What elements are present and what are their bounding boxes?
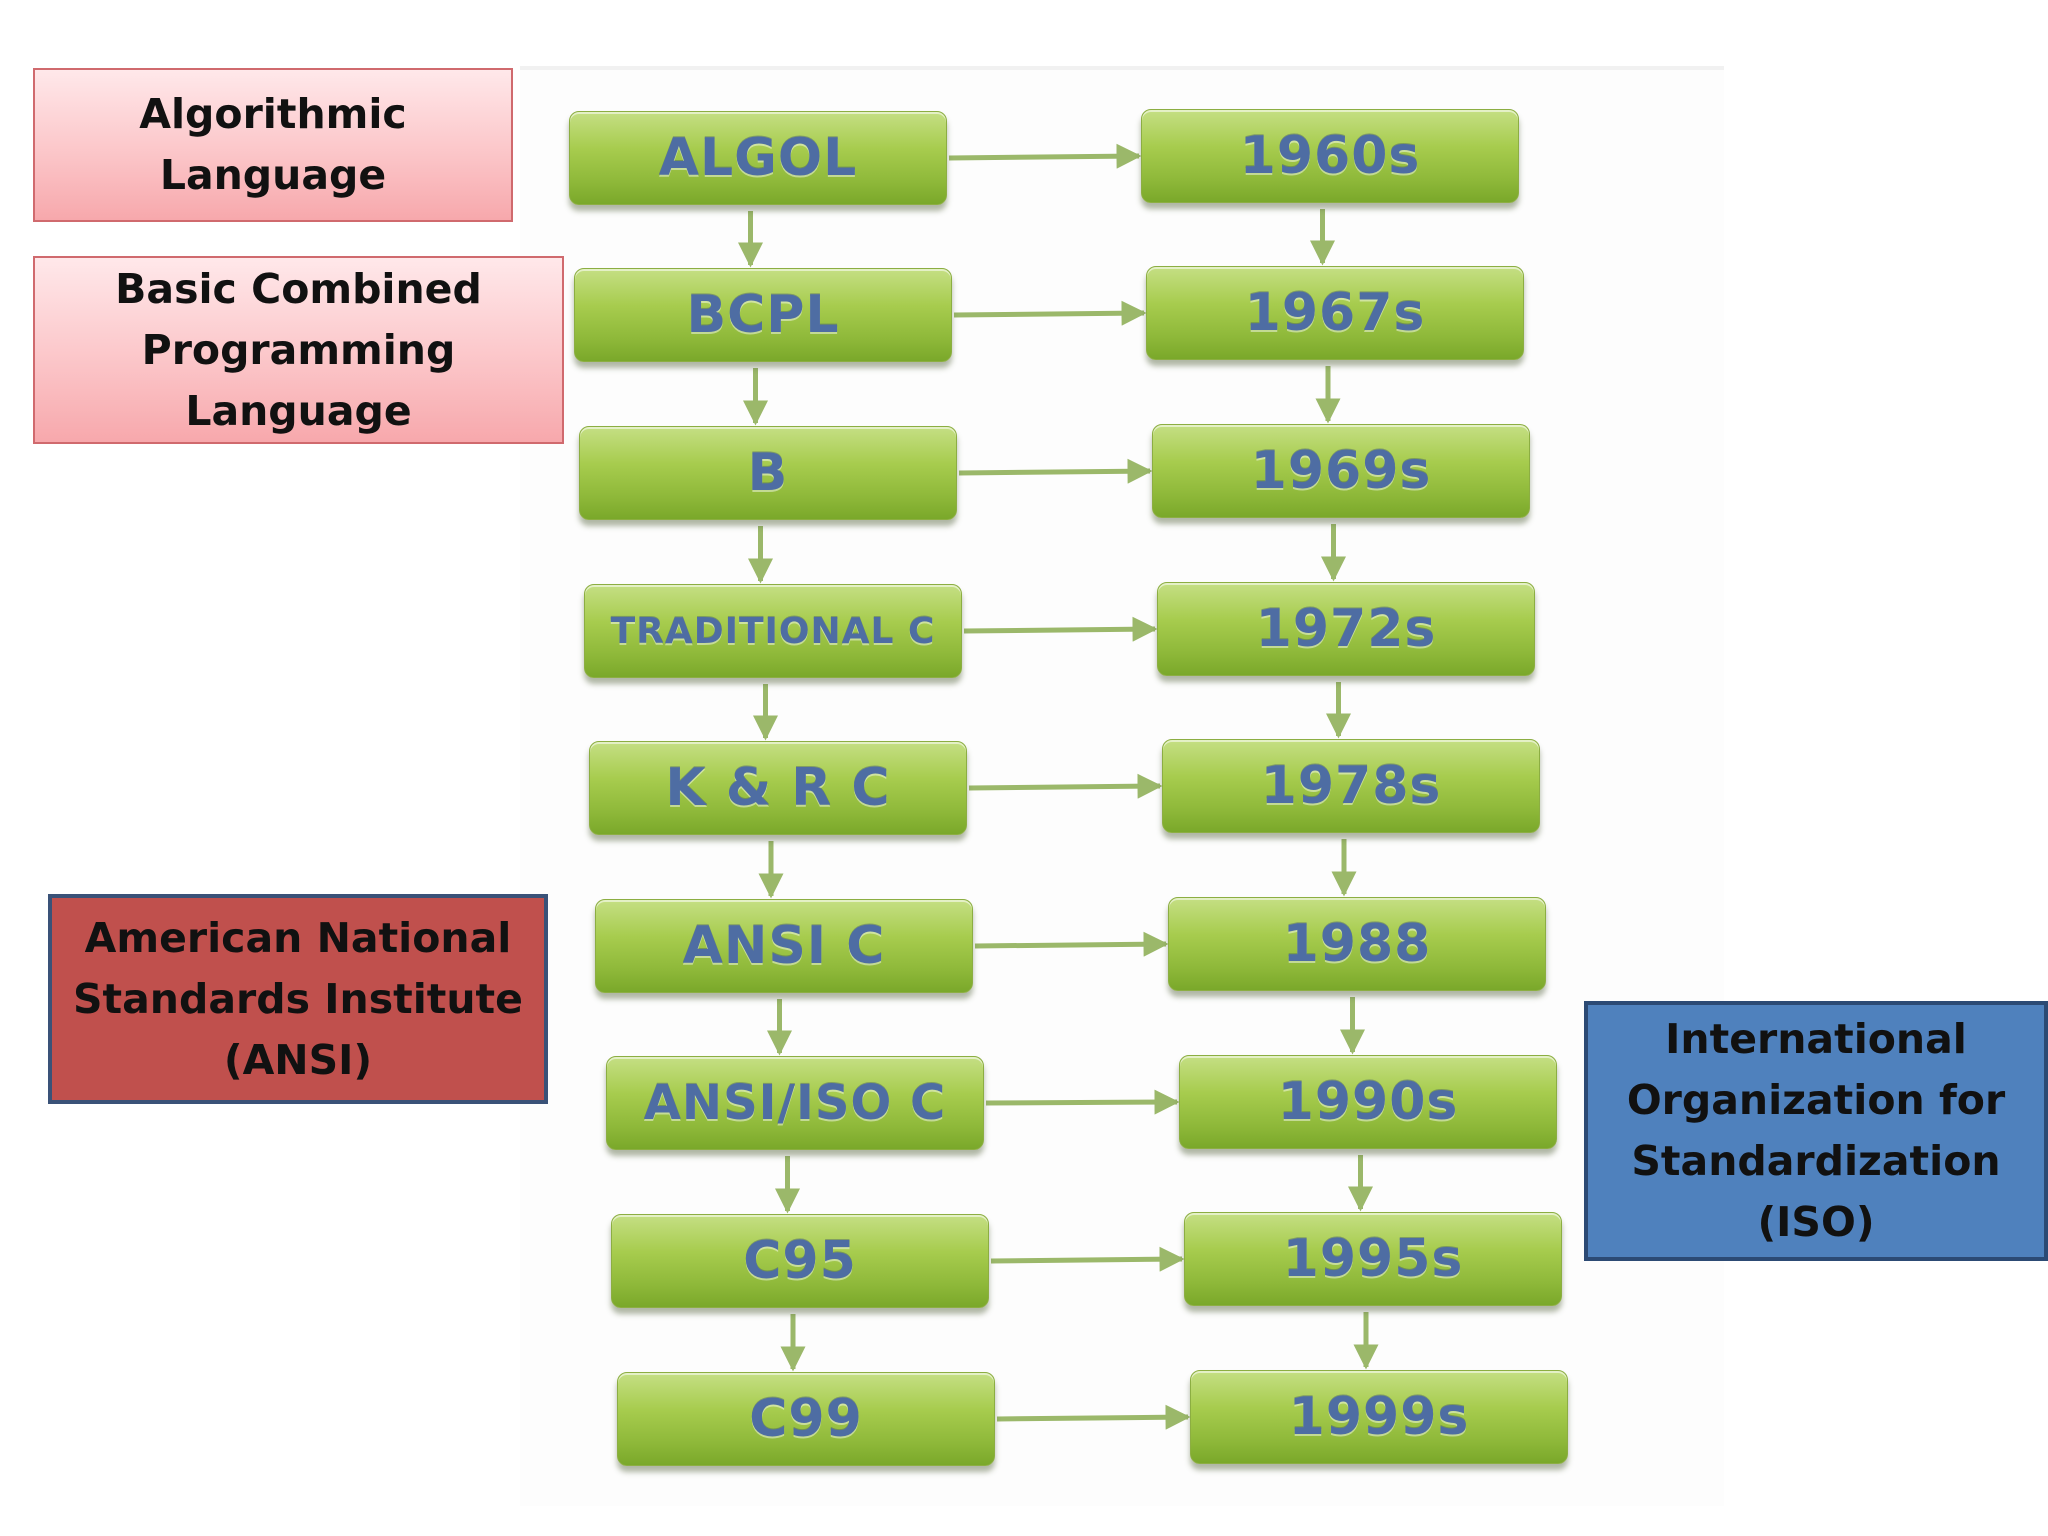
year-box-1960s: 1960s (1141, 109, 1519, 203)
language-box-algol: ALGOL (569, 111, 947, 205)
language-label: TRADITIONAL C (610, 610, 936, 652)
language-label: C95 (743, 1231, 857, 1291)
year-box-1972s: 1972s (1157, 582, 1535, 676)
horizontal-arrow (974, 931, 1169, 957)
language-box-bcpl: BCPL (574, 268, 952, 362)
note-iso: International Organization for Standardi… (1584, 1001, 2048, 1261)
horizontal-arrow (990, 1246, 1185, 1272)
language-label: ANSI/ISO C (643, 1075, 947, 1131)
year-label: 1999s (1288, 1387, 1470, 1447)
year-box-1990s: 1990s (1179, 1055, 1557, 1149)
year-box-1999s: 1999s (1190, 1370, 1568, 1464)
year-label: 1990s (1277, 1072, 1459, 1132)
language-box-kr-c: K & R C (589, 741, 967, 835)
language-box-c95: C95 (611, 1214, 989, 1308)
year-box-1967s: 1967s (1146, 266, 1524, 360)
year-label: 1995s (1282, 1229, 1464, 1289)
note-ansi: American National Standards Institute (A… (48, 894, 548, 1104)
year-label: 1969s (1250, 441, 1432, 501)
diagram-top-edge (520, 66, 1724, 70)
language-label: ALGOL (658, 128, 858, 188)
horizontal-arrow (968, 773, 1163, 799)
language-box-traditional-c: TRADITIONAL C (584, 584, 962, 678)
note-bcpl-expansion: Basic Combined Programming Language (33, 256, 564, 444)
year-label: 1972s (1255, 599, 1437, 659)
language-label: BCPL (686, 285, 840, 345)
horizontal-arrow (958, 458, 1153, 484)
year-label: 1988 (1282, 914, 1432, 974)
year-box-1995s: 1995s (1184, 1212, 1562, 1306)
horizontal-arrow (985, 1089, 1180, 1115)
year-box-1969s: 1969s (1152, 424, 1530, 518)
year-label: 1960s (1239, 126, 1421, 186)
language-label: B (747, 443, 789, 503)
language-label: K & R C (665, 758, 891, 818)
language-label: C99 (749, 1389, 863, 1449)
horizontal-arrow (948, 143, 1142, 169)
note-algorithmic-language: Algorithmic Language (33, 68, 513, 222)
horizontal-arrow (996, 1404, 1191, 1430)
language-label: ANSI C (682, 916, 886, 976)
language-box-ansi-c: ANSI C (595, 899, 973, 993)
horizontal-arrow (953, 300, 1147, 326)
year-box-1978s: 1978s (1162, 739, 1540, 833)
year-label: 1967s (1244, 283, 1426, 343)
horizontal-arrow (963, 616, 1158, 642)
year-label: 1978s (1260, 756, 1442, 816)
language-box-c99: C99 (617, 1372, 995, 1466)
language-box-b: B (579, 426, 957, 520)
language-box-ansi-iso-c: ANSI/ISO C (606, 1056, 984, 1150)
year-box-1988: 1988 (1168, 897, 1546, 991)
